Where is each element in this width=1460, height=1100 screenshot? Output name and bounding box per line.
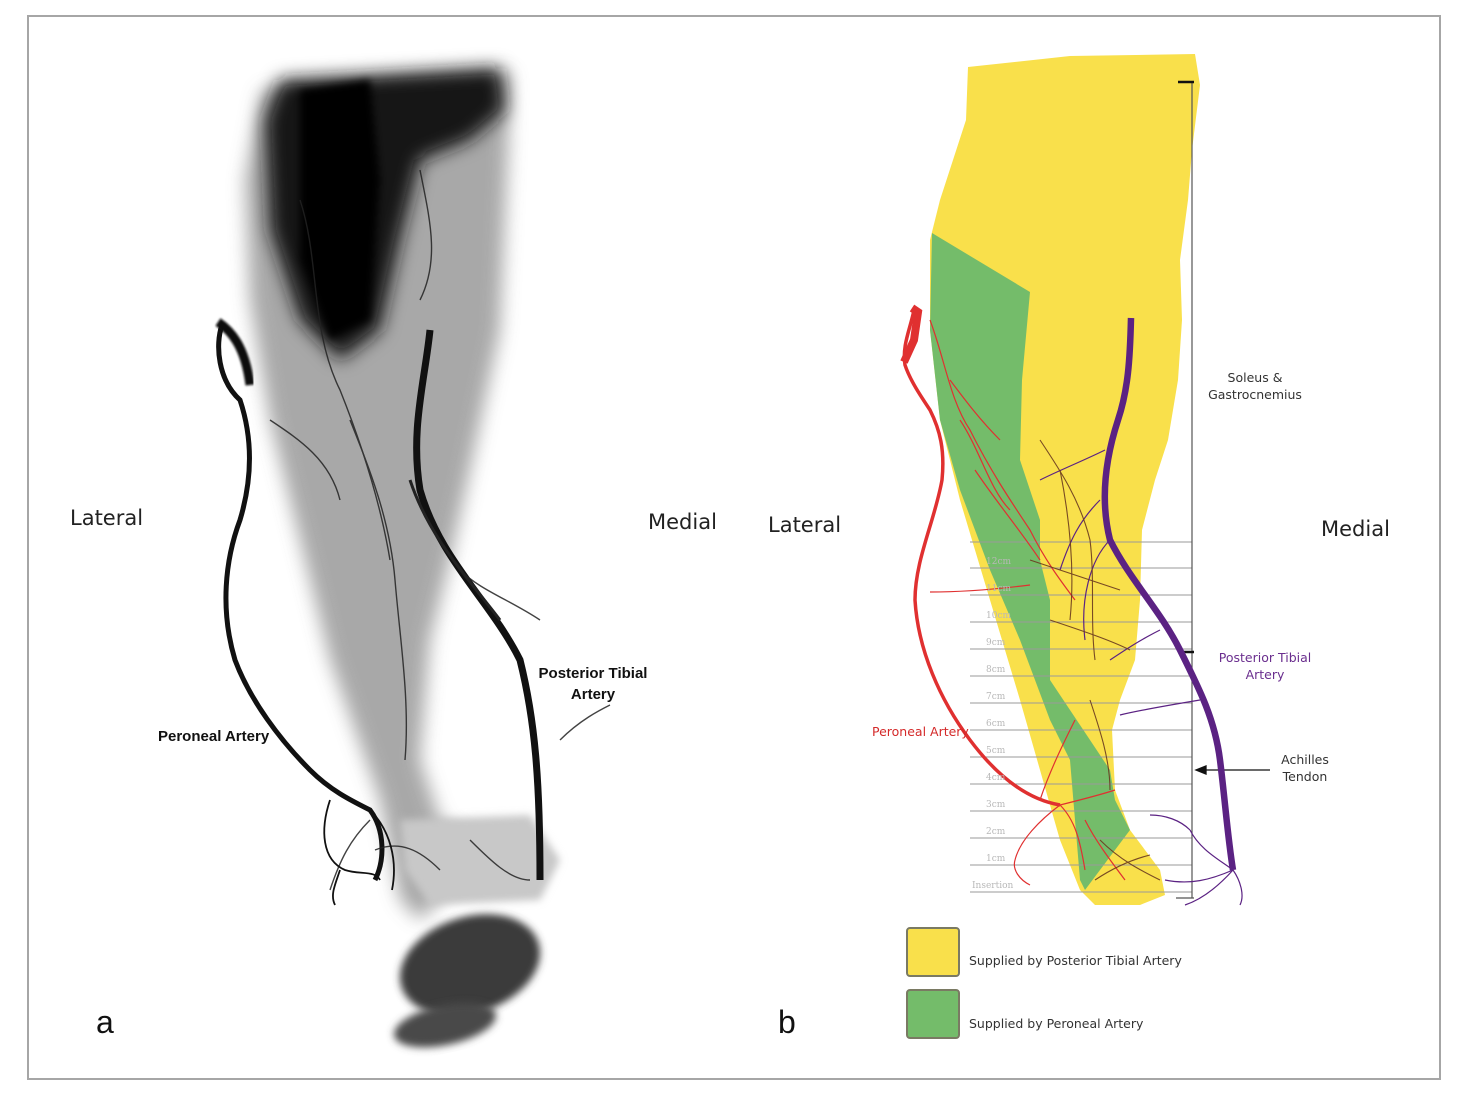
scale-label-8cm: 8cm — [986, 665, 1006, 675]
legend-label-peroneal: Supplied by Peroneal Artery — [969, 1016, 1144, 1031]
scale-label-12cm: 12cm — [986, 557, 1012, 567]
panel-a: Lateral Medial Peroneal Artery Posterior… — [70, 68, 717, 1048]
scale-label-5cm: 5cm — [986, 746, 1006, 756]
panel-a-peroneal-artery-label: Peroneal Artery — [158, 728, 270, 745]
panel-b-posterior-tibial-line2: Artery — [1245, 667, 1285, 682]
scale-label-7cm: 7cm — [986, 692, 1006, 702]
scale-label-insertion: Insertion — [972, 881, 1014, 891]
scale-label-10cm: 10cm — [986, 611, 1012, 621]
posterior-tibial-artery-path — [1039, 317, 1243, 906]
scale-label-4cm: 4cm — [986, 773, 1006, 783]
muscle-label: Soleus & Gastrocnemius — [1200, 369, 1310, 403]
panel-b-medial-label: Medial — [1321, 517, 1390, 541]
scale-label-3cm: 3cm — [986, 800, 1006, 810]
green-region — [930, 233, 1130, 890]
achilles-label-line2: Tendon — [1282, 769, 1328, 784]
muscle-label-line2: Gastrocnemius — [1208, 387, 1302, 402]
panel-b-lateral-label: Lateral — [768, 513, 842, 537]
panel-b-peroneal-artery-label: Peroneal Artery — [872, 724, 969, 739]
panel-a-lateral-label: Lateral — [70, 506, 144, 530]
muscle-label-line1: Soleus & — [1227, 370, 1283, 385]
panel-a-posterior-tibial-line1: Posterior Tibial — [538, 665, 648, 682]
achilles-tendon-label: Achilles Tendon — [1270, 751, 1340, 785]
panel-b-posterior-tibial-label: Posterior Tibial Artery — [1210, 649, 1320, 683]
peroneal-artery-path — [900, 304, 1126, 886]
legend-label-posterior-tibial: Supplied by Posterior Tibial Artery — [969, 953, 1182, 968]
panel-b-letter: b — [778, 1004, 796, 1040]
legend-swatch-posterior-tibial — [906, 927, 960, 977]
angiogram-image — [215, 68, 611, 1048]
panel-a-posterior-tibial-line2: Artery — [570, 686, 616, 703]
scale-label-9cm: 9cm — [986, 638, 1006, 648]
scale-label-6cm: 6cm — [986, 719, 1006, 729]
panel-a-posterior-tibial-artery-label: Posterior Tibial Artery — [528, 663, 658, 705]
bracket-lines — [1176, 80, 1194, 899]
scale-lines — [970, 541, 1192, 893]
scale-label-2cm: 2cm — [986, 827, 1006, 837]
achilles-label-line1: Achilles — [1281, 752, 1329, 767]
legend-swatch-peroneal — [906, 989, 960, 1039]
communicating-vessels — [1029, 439, 1161, 881]
schematic-diagram — [900, 54, 1270, 906]
scale-label-11cm: 11cm — [986, 584, 1012, 594]
achilles-arrow — [1194, 765, 1270, 775]
panel-a-medial-label: Medial — [648, 510, 717, 534]
panel-b-posterior-tibial-line1: Posterior Tibial — [1218, 650, 1312, 665]
panel-a-letter: a — [96, 1004, 114, 1040]
panel-b: 12cm 11cm 10cm 9cm 8cm 7cm 6cm 5cm 4cm 3… — [740, 0, 1460, 1100]
scale-label-1cm: 1cm — [986, 854, 1006, 864]
